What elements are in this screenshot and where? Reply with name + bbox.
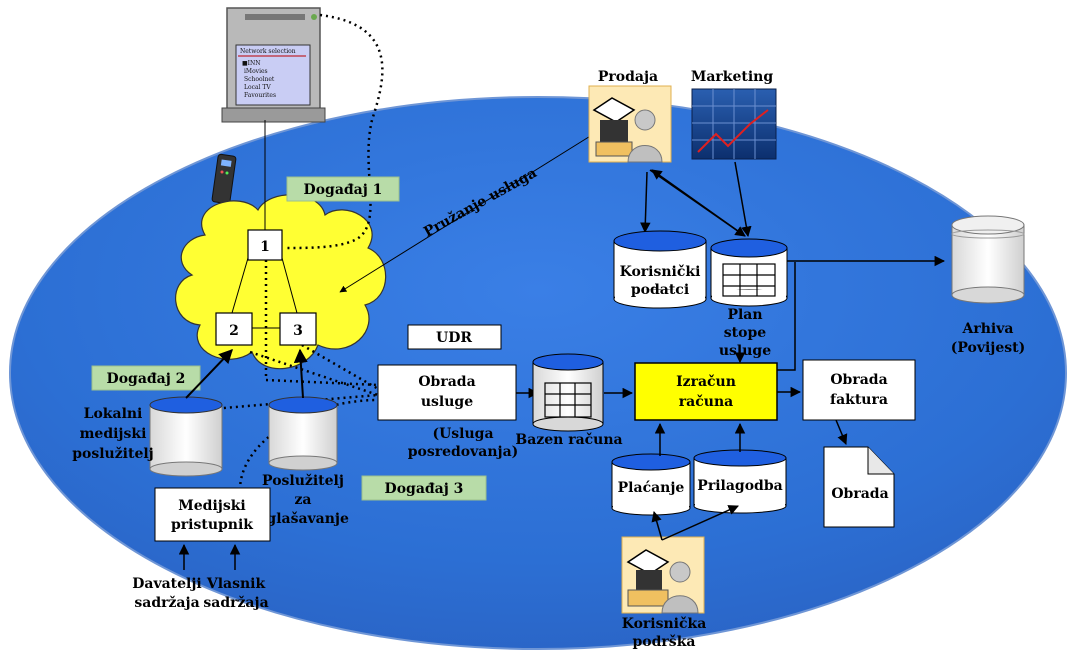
vlasnik-label: Vlasnik bbox=[206, 576, 266, 592]
event-2-badge: Događaj 2 bbox=[91, 365, 201, 391]
svg-text:računa: računa bbox=[679, 394, 733, 410]
svg-text:Događaj 2: Događaj 2 bbox=[107, 371, 186, 387]
cloud-node-2: 2 bbox=[215, 312, 253, 346]
dotted-links bbox=[199, 13, 384, 491]
svg-text:podatci: podatci bbox=[631, 282, 689, 298]
plan-label: usluge bbox=[719, 343, 771, 359]
korisnicka-podrska-label: podrška bbox=[633, 634, 696, 650]
tv-set-icon: Network selection ■INN iMovies Schoolnet… bbox=[221, 7, 326, 123]
izracun-racuna-box: Izračun računa bbox=[634, 362, 778, 421]
plan-label: stope bbox=[724, 325, 766, 341]
svg-text:UDR: UDR bbox=[436, 330, 472, 346]
lokalni-label: medijski bbox=[80, 426, 147, 442]
usluga-posredovanja-label: (Usluga bbox=[432, 426, 493, 442]
remote-control-icon bbox=[211, 153, 237, 205]
bazen-racuna-label: Bazen računa bbox=[515, 432, 622, 448]
prodaja-label: Prodaja bbox=[598, 69, 658, 85]
davatelji-label: Davatelji bbox=[132, 576, 202, 592]
arhiva-label: Arhiva bbox=[962, 321, 1014, 337]
plan-stope-usluge-db bbox=[710, 238, 788, 307]
plan-label: Plan bbox=[727, 307, 762, 323]
arhiva-db bbox=[951, 215, 1025, 304]
lokalni-label: Lokalni bbox=[84, 406, 143, 422]
tv-screen-title: Network selection bbox=[240, 48, 296, 55]
marketing-label: Marketing bbox=[691, 69, 774, 85]
svg-text:1: 1 bbox=[260, 239, 270, 255]
korisnicka-podrska-person-icon bbox=[621, 536, 705, 614]
obrada-faktura-box: Obrada faktura bbox=[802, 359, 916, 421]
obrada-document-icon bbox=[823, 446, 895, 528]
posluzitelj-label: oglašavanje bbox=[257, 511, 349, 527]
posluzitelj-oglasavanje-db bbox=[268, 396, 338, 471]
svg-text:Prilagodba: Prilagodba bbox=[697, 478, 782, 494]
tv-menu-item: Favourites bbox=[244, 92, 276, 99]
bazen-racuna-db bbox=[532, 353, 604, 432]
svg-text:Događaj 3: Događaj 3 bbox=[385, 481, 464, 497]
svg-text:pristupnik: pristupnik bbox=[171, 517, 253, 533]
korisnicka-podrska-label: Korisnička bbox=[622, 616, 707, 632]
cloud-node-3: 3 bbox=[279, 312, 317, 346]
tv-menu-item: ■INN bbox=[242, 60, 261, 67]
event-3-badge: Događaj 3 bbox=[361, 475, 487, 501]
svg-text:Plaćanje: Plaćanje bbox=[618, 480, 685, 496]
tv-menu-item: Local TV bbox=[244, 84, 271, 91]
posluzitelj-label: Poslužitelj bbox=[262, 473, 344, 489]
event-1-badge: Događaj 1 bbox=[286, 176, 400, 202]
tv-menu-item: Schoolnet bbox=[244, 76, 275, 83]
svg-text:usluge: usluge bbox=[421, 394, 473, 410]
cloud-node-1: 1 bbox=[247, 229, 283, 261]
tv-menu-item: iMovies bbox=[244, 68, 268, 75]
obrada-document-label: Obrada bbox=[831, 486, 888, 502]
usluga-posredovanja-label: posredovanja) bbox=[408, 444, 519, 460]
svg-text:Izračun: Izračun bbox=[676, 374, 736, 390]
svg-text:Obrada: Obrada bbox=[830, 372, 887, 388]
vlasnik-label: sadržaja bbox=[203, 595, 268, 611]
svg-text:3: 3 bbox=[293, 323, 303, 339]
svg-text:faktura: faktura bbox=[830, 392, 888, 408]
arhiva-label: (Povijest) bbox=[951, 340, 1026, 356]
korisnicki-podatci-db: Korisnički podatci bbox=[613, 230, 707, 309]
svg-text:Medijski: Medijski bbox=[178, 498, 245, 514]
svg-text:Događaj 1: Događaj 1 bbox=[304, 182, 383, 198]
svg-text:Obrada: Obrada bbox=[418, 374, 475, 390]
marketing-chart-icon bbox=[691, 88, 777, 160]
lokalni-label: poslužitelj bbox=[72, 446, 154, 462]
obrada-usluge-box: Obrada usluge bbox=[377, 364, 517, 421]
prilagodba-db: Prilagodba bbox=[693, 449, 787, 514]
svg-text:2: 2 bbox=[229, 323, 239, 339]
medijski-pristupnik-box: Medijski pristupnik bbox=[154, 487, 271, 542]
prodaja-person-icon bbox=[588, 85, 672, 163]
lokalni-medijski-posluzitelj-db bbox=[149, 396, 223, 477]
davatelji-label: sadržaja bbox=[134, 595, 199, 611]
posluzitelj-label: za bbox=[294, 492, 311, 508]
svg-text:Korisnički: Korisnički bbox=[620, 264, 701, 280]
udr-box: UDR bbox=[407, 324, 502, 350]
placanje-db: Plaćanje bbox=[611, 453, 691, 516]
